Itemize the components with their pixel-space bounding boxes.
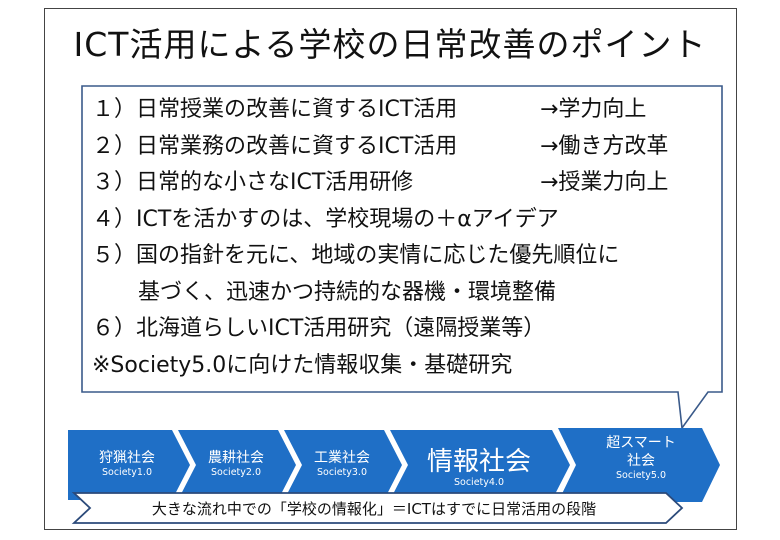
point-3-outcome: →授業力向上 (540, 170, 669, 195)
stage-hunting: 狩猟社会 Society1.0 (74, 449, 180, 479)
stage-agrarian-society: Society2.0 (210, 467, 261, 478)
point-5-text: ５）国の指針を元に、地域の実情に応じた優先順位に (92, 243, 620, 268)
stage-chevron-3 (284, 430, 402, 500)
stage-super-smart-name-1: 超スマート (606, 435, 676, 451)
point-3-text: ３）日常的な小さなICT活用研修 (92, 170, 414, 195)
stage-information: 情報社会 Society4.0 (404, 447, 554, 489)
point-2-text: ２）日常業務の改善に資するICT活用 (92, 133, 458, 159)
point-5-continuation: 基づく、迅速かつ持続的な器機・環境整備 (92, 275, 732, 312)
point-3: ３）日常的な小さなICT活用研修 →授業力向上 (92, 165, 732, 202)
point-6: ６）北海道らしいICT活用研究（遠隔授業等） (92, 311, 732, 348)
stage-hunting-society: Society1.0 (101, 467, 152, 478)
stage-chevron-1 (68, 430, 190, 500)
page-title: ICT活用による学校の日常改善のポイント (73, 25, 707, 64)
stage-chevron-2 (178, 430, 296, 500)
banner-arrow (71, 492, 684, 524)
points-list: １）日常授業の改善に資するICT活用 →学力向上 ２）日常業務の改善に資するIC… (92, 92, 732, 384)
point-4: ４）ICTを活かすのは、学校現場の＋αアイデア (92, 202, 732, 239)
note: ※Society5.0に向けた情報収集・基礎研究 (92, 348, 732, 385)
stage-industrial: 工業社会 Society3.0 (292, 449, 392, 479)
stage-super-smart: 超スマート 社会 Society5.0 (572, 434, 710, 482)
point-4-text: ４）ICTを活かすのは、学校現場の＋αアイデア (92, 206, 559, 232)
diagram-frame (44, 8, 737, 530)
stage-agrarian-name: 農耕社会 (208, 450, 264, 466)
stage-chevron-5 (558, 428, 720, 502)
stage-information-society: Society4.0 (453, 477, 504, 488)
point-1-text: １）日常授業の改善に資するICT活用 (92, 97, 458, 122)
point-6-text: ６）北海道らしいICT活用研究（遠隔授業等） (92, 316, 546, 341)
stage-industrial-society: Society3.0 (316, 467, 367, 478)
point-1: １）日常授業の改善に資するICT活用 →学力向上 (92, 92, 732, 129)
stage-chevron-4 (390, 430, 570, 500)
stage-agrarian: 農耕社会 Society2.0 (186, 449, 286, 479)
stage-industrial-name: 工業社会 (314, 450, 370, 466)
note-text: ※Society5.0に向けた情報収集・基礎研究 (92, 352, 513, 378)
point-5: ５）国の指針を元に、地域の実情に応じた優先順位に (92, 238, 732, 275)
banner-text: 大きな流れ中での「学校の情報化」＝ICTはすでに日常活用の段階 (151, 500, 597, 518)
point-5-continuation-text: 基づく、迅速かつ持続的な器機・環境整備 (138, 279, 557, 305)
stage-super-smart-society: Society5.0 (615, 470, 666, 481)
stage-hunting-name: 狩猟社会 (99, 450, 155, 466)
stage-super-smart-name-2: 社会 (627, 453, 655, 469)
point-2: ２）日常業務の改善に資するICT活用 →働き方改革 (92, 129, 732, 166)
stage-information-name: 情報社会 (426, 447, 531, 477)
point-1-outcome: →学力向上 (540, 97, 647, 122)
point-2-outcome: →働き方改革 (540, 133, 669, 159)
